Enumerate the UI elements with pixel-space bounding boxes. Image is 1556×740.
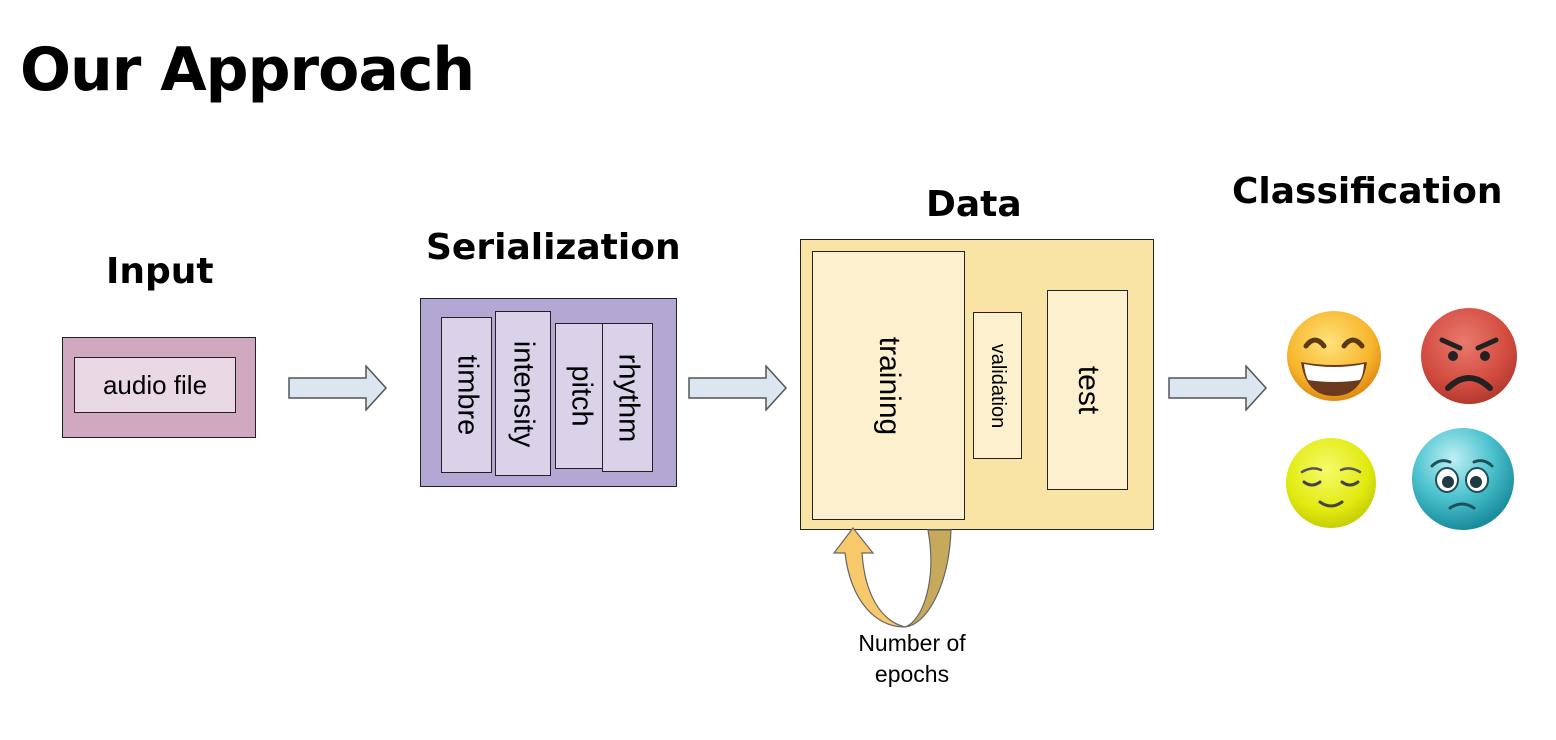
epochs-caption-line: epochs: [874, 661, 950, 687]
split-label: test: [1071, 365, 1105, 415]
feature-intensity: intensity: [495, 311, 551, 476]
feature-timbre: timbre: [441, 317, 492, 473]
flow-arrow-icon: [1168, 365, 1268, 411]
data-heading: Data: [926, 184, 1022, 225]
feature-pitch: pitch: [555, 323, 606, 469]
input-box: audio file: [62, 337, 256, 438]
feature-label: timbre: [451, 354, 483, 436]
grinning-face-icon: [1287, 311, 1381, 401]
split-label: training: [872, 336, 906, 435]
classification-heading: Classification: [1232, 171, 1503, 212]
feature-rhythm: rhythm: [602, 323, 653, 472]
epochs-caption: Number of epochs: [832, 628, 992, 690]
serialization-heading: Serialization: [426, 227, 681, 268]
flow-arrow-icon: [688, 365, 788, 411]
audio-file-label: audio file: [102, 369, 208, 400]
feature-label: rhythm: [612, 353, 644, 442]
serialization-box: timbre intensity pitch rhythm: [420, 298, 677, 487]
split-test: test: [1047, 290, 1128, 490]
epochs-caption-line: Number of: [858, 630, 966, 656]
input-heading: Input: [106, 251, 214, 292]
flow-arrow-icon: [288, 365, 388, 411]
data-box: training validation test: [800, 239, 1154, 530]
angry-face-icon: [1421, 308, 1517, 404]
audio-file-box: audio file: [74, 357, 236, 413]
page-title: Our Approach: [20, 35, 475, 105]
pleading-face-icon: [1412, 428, 1514, 530]
relieved-face-icon: [1286, 438, 1376, 528]
feature-label: intensity: [507, 340, 540, 447]
epoch-loop-arrow-icon: [832, 527, 952, 628]
feature-label: pitch: [565, 365, 597, 427]
split-validation: validation: [973, 312, 1022, 459]
split-label: validation: [986, 343, 1009, 428]
split-training: training: [812, 251, 965, 520]
